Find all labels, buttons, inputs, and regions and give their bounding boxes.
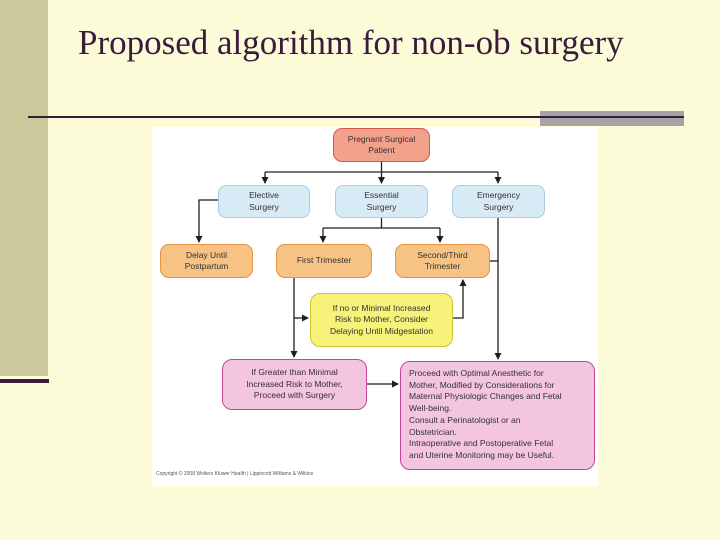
connector-essential-branch: [319, 218, 444, 243]
node-delay-until-postpartum: Delay Until Postpartum: [160, 244, 253, 278]
node-essential-surgery: Essential Surgery: [335, 185, 428, 218]
diagram-panel: Pregnant Surgical Patient Elective Surge…: [152, 127, 598, 486]
node-pregnant-surgical-patient: Pregnant Surgical Patient: [333, 128, 430, 162]
connector-emergency-to-pink-right: [490, 218, 502, 360]
copyright-text: Copyright © 2008 Wolters Kluwer Health |…: [156, 471, 314, 477]
node-elective-surgery: Elective Surgery: [218, 185, 310, 218]
node-first-trimester: First Trimester: [276, 244, 372, 278]
node-proceed-with-surgery: If Greater than Minimal Increased Risk t…: [222, 359, 367, 410]
left-sidebar-rule: [0, 379, 49, 383]
slide-title: Proposed algorithm for non-ob surgery: [78, 23, 624, 62]
title-underline-rule: [28, 116, 684, 118]
flowchart-connectors: [195, 162, 502, 388]
accent-bar: [540, 111, 684, 126]
connector-patient-branch: [261, 162, 502, 184]
node-optimal-anesthetic-plan: Proceed with Optimal Anesthetic for Moth…: [400, 361, 595, 470]
node-emergency-surgery: Emergency Surgery: [452, 185, 545, 218]
node-consider-delaying-until-midgestation: If no or Minimal Increased Risk to Mothe…: [310, 293, 453, 347]
node-second-third-trimester: Second/Third Trimester: [395, 244, 490, 278]
left-sidebar-decoration: [0, 0, 48, 376]
connector-elective-to-delay: [195, 199, 218, 243]
connector-yellow-to-second-third: [453, 279, 467, 319]
